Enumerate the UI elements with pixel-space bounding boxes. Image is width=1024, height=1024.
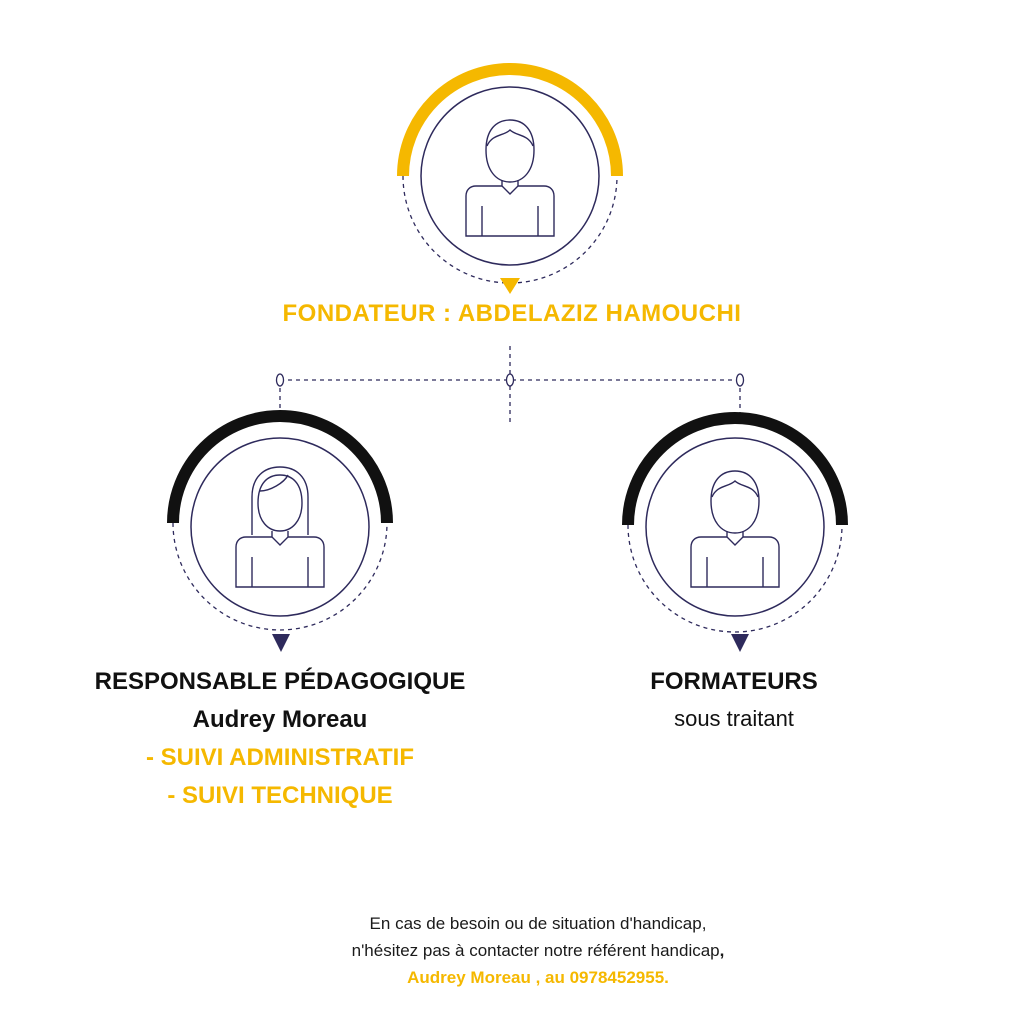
connector-node-left xyxy=(275,373,285,387)
handicap-note-line2: n'hésitez pas à contacter notre référent… xyxy=(238,937,838,964)
responsable-task-tech: - SUIVI TECHNIQUE xyxy=(167,782,393,809)
responsable-task-admin: - SUIVI ADMINISTRATIF xyxy=(146,744,414,771)
handicap-note-line2-text: n'hésitez pas à contacter notre référent… xyxy=(351,941,720,960)
formateurs-pointer xyxy=(731,634,749,652)
responsable-circle xyxy=(190,437,370,617)
connector-node-right xyxy=(735,373,745,387)
founder-dashed-ring xyxy=(402,175,618,284)
responsable-node xyxy=(167,410,393,652)
founder-circle xyxy=(420,86,600,266)
founder-node xyxy=(397,63,623,294)
formateurs-subtitle: sous traitant xyxy=(674,706,794,731)
connectors xyxy=(275,346,745,426)
responsable-name: Audrey Moreau xyxy=(192,706,368,733)
male-person-icon xyxy=(690,470,780,588)
formateurs-title: FORMATEURS xyxy=(650,668,818,695)
handicap-note-line1: En cas de besoin ou de situation d'handi… xyxy=(369,914,707,933)
handicap-note-line2-comma: , xyxy=(719,941,725,960)
formateurs-node xyxy=(622,412,848,652)
male-person-icon xyxy=(465,119,555,237)
responsable-pointer xyxy=(272,634,290,652)
responsable-dashed-ring xyxy=(172,522,388,631)
connector-node-center xyxy=(505,373,515,387)
formateurs-dashed-ring xyxy=(627,524,843,633)
responsable-title: RESPONSABLE PÉDAGOGIQUE xyxy=(94,668,466,695)
handicap-note: En cas de besoin ou de situation d'handi… xyxy=(238,910,838,991)
female-person-icon xyxy=(235,466,325,588)
founder-title: FONDATEUR : ABDELAZIZ HAMOUCHI xyxy=(282,300,742,327)
formateurs-circle xyxy=(645,437,825,617)
responsable-arc xyxy=(167,410,393,524)
formateurs-arc xyxy=(622,412,848,526)
founder-pointer xyxy=(500,278,520,294)
founder-arc xyxy=(397,63,623,177)
handicap-contact: Audrey Moreau , au 0978452955. xyxy=(407,968,669,987)
